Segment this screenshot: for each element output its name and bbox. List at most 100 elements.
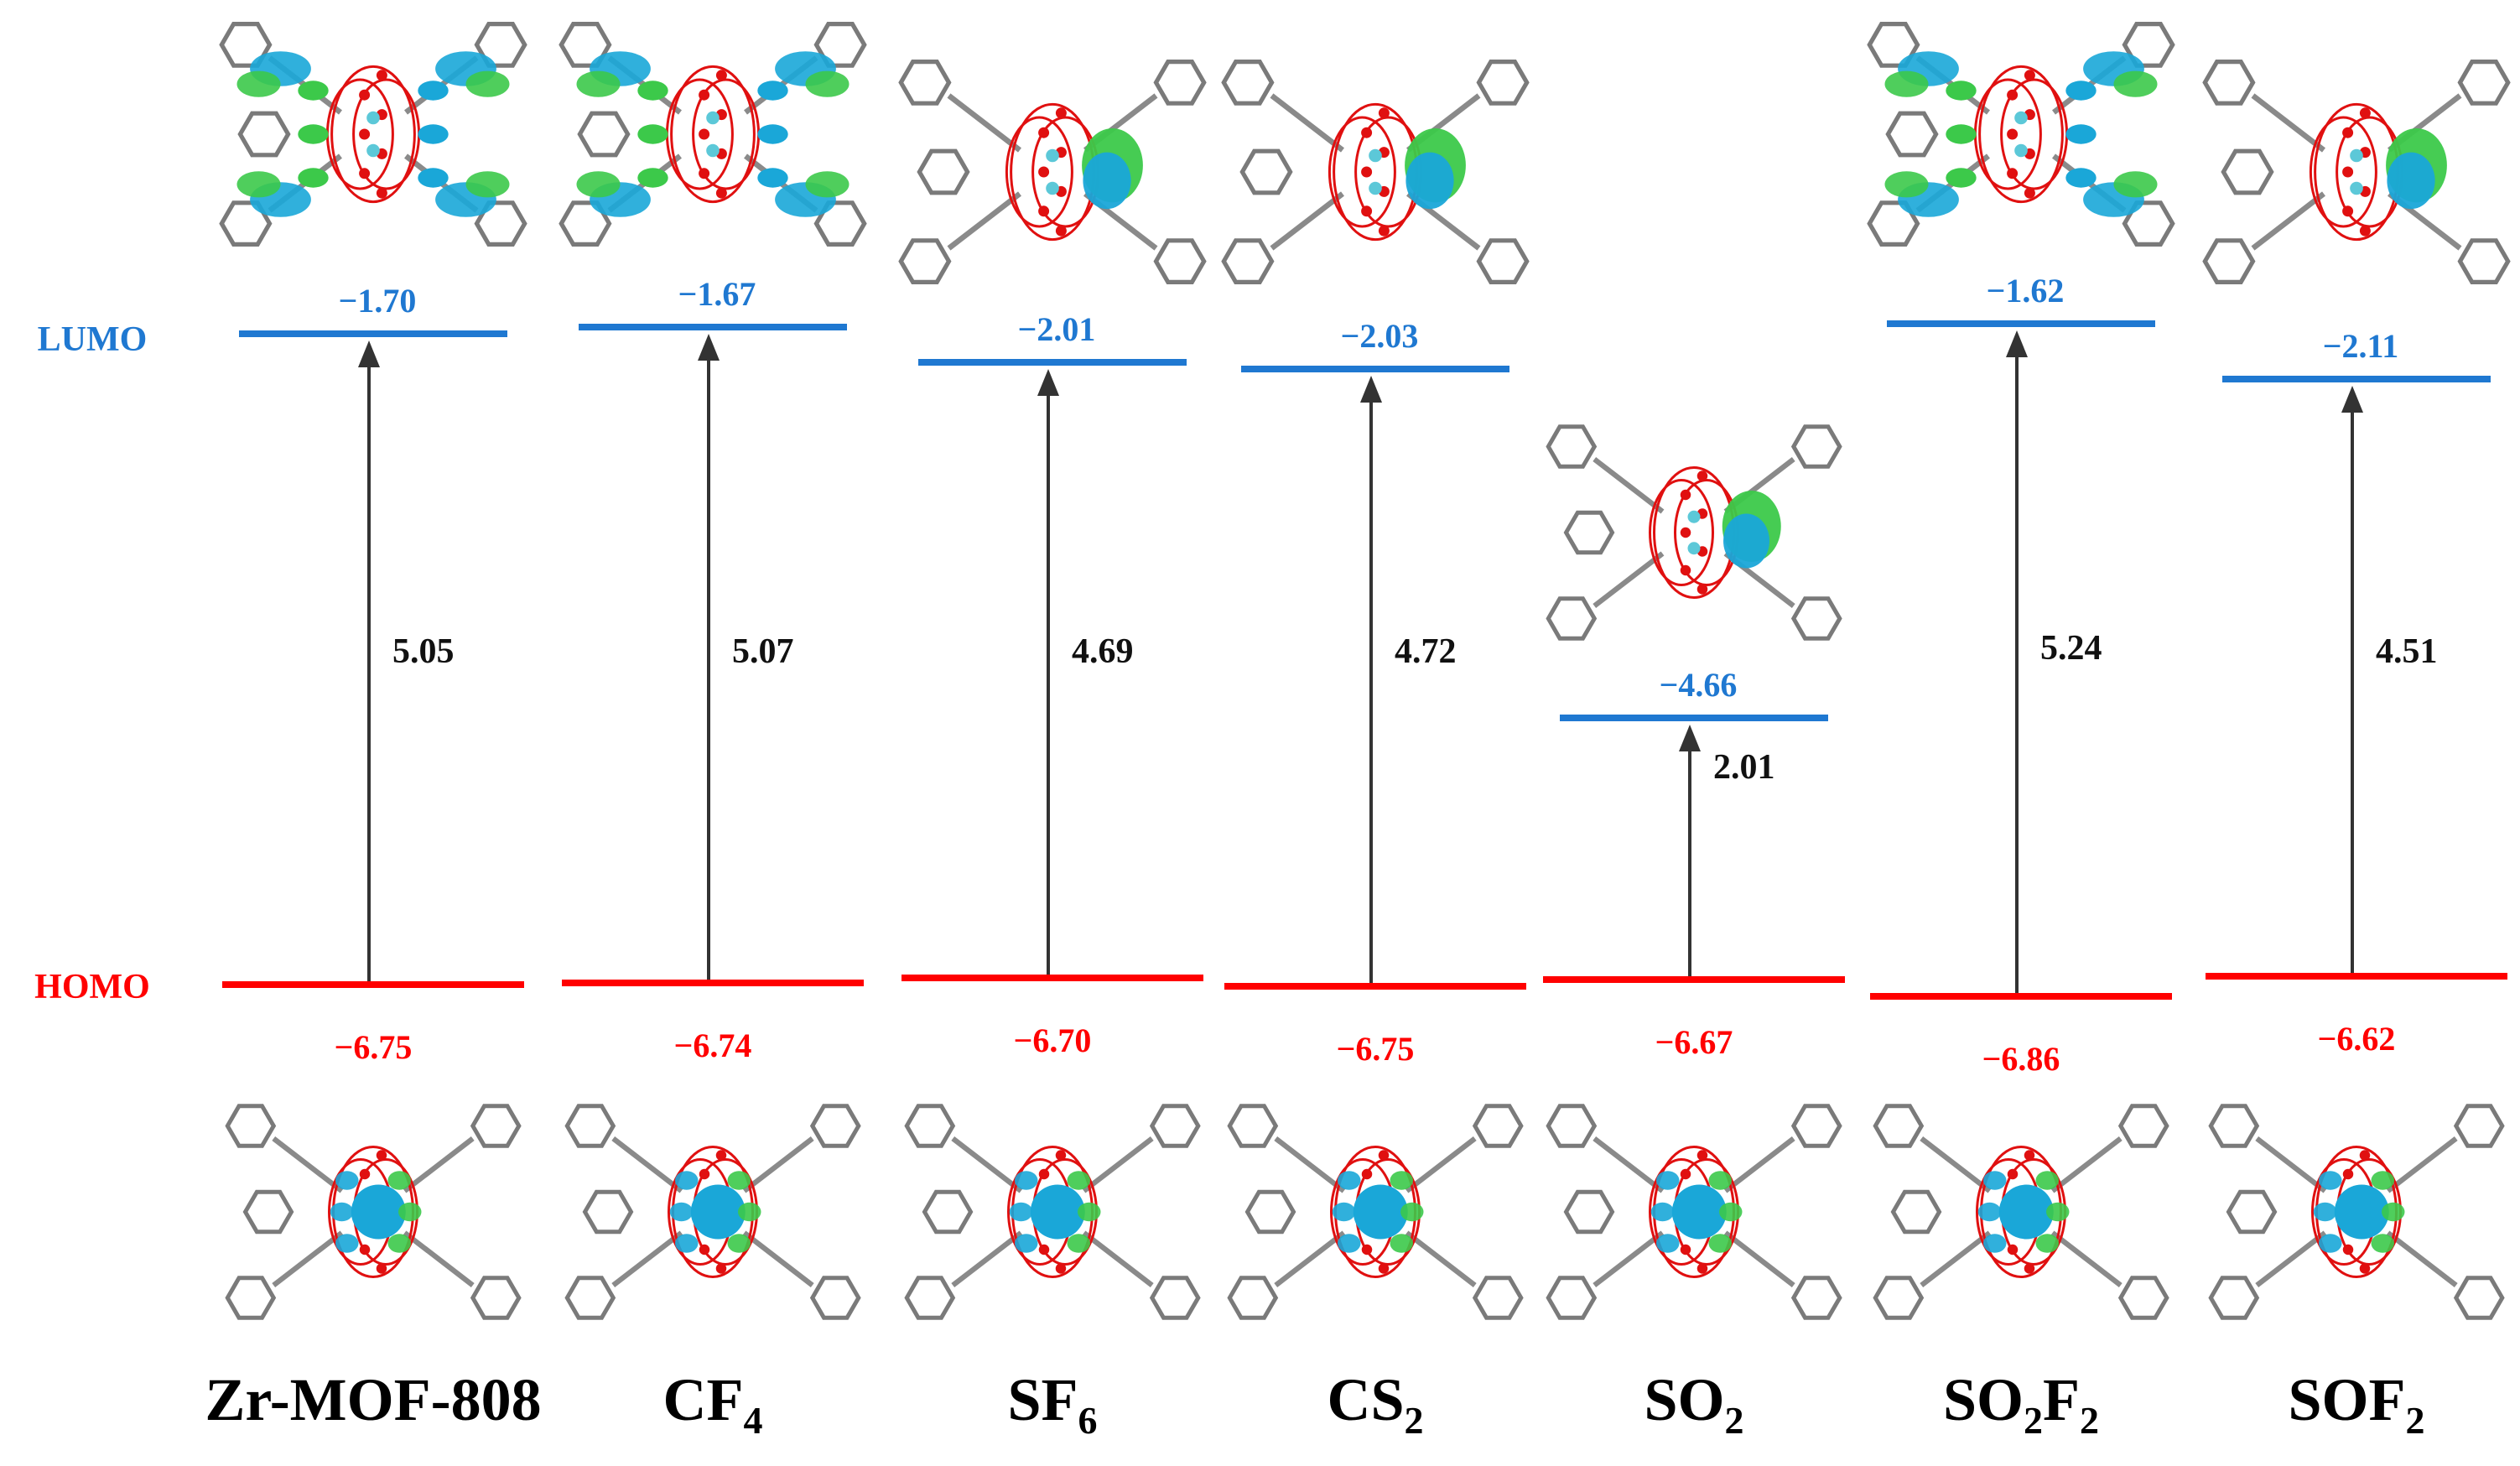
system-name-label: SO2 <box>1644 1366 1743 1442</box>
phenyl-ring <box>1153 59 1207 106</box>
oxygen-atom <box>2024 1263 2035 1274</box>
zr-atom <box>2014 111 2028 125</box>
oxygen-atom <box>359 168 371 179</box>
orbital-lobe-green <box>2113 171 2158 198</box>
system-name-label: SF6 <box>1007 1366 1097 1442</box>
lumo-energy-value: −1.67 <box>678 275 756 313</box>
phenyl-ring <box>1149 1104 1201 1148</box>
phenyl-ring <box>1221 59 1275 106</box>
lumo-axis-label: LUMO <box>38 320 148 359</box>
ligand-bond <box>1723 1136 1795 1193</box>
orbital-lobe-green <box>298 168 329 188</box>
system-name: SOF <box>2288 1366 2405 1433</box>
orbital-lobe-green <box>2371 1171 2394 1190</box>
zr-atom <box>706 143 720 158</box>
zr-atom <box>1687 510 1701 523</box>
ligand-bond <box>403 1136 475 1193</box>
lumo-orbital-image <box>1867 22 2175 247</box>
oxygen-atom <box>2359 1263 2371 1274</box>
energy-gap-value: 5.24 <box>2040 629 2102 668</box>
zr-atom <box>366 111 380 125</box>
orbital-lobe-green <box>1946 81 1977 101</box>
oxygen-atom <box>1055 1150 1067 1161</box>
orbital-lobe-green <box>298 81 329 101</box>
oxygen-atom <box>1696 584 1708 595</box>
orbital-lobe-green <box>1400 1202 1424 1222</box>
phenyl-ring <box>225 1104 277 1148</box>
ligand-bond <box>2255 1136 2327 1193</box>
orbital-lobe-green <box>2371 1234 2394 1253</box>
orbital-lobe-blue <box>1015 1234 1038 1253</box>
orbital-lobe-blue <box>1671 1184 1727 1240</box>
orbital-lobe-blue <box>335 1234 359 1253</box>
ligand-bond <box>1274 1136 1346 1193</box>
orbital-lobe-blue <box>1030 1184 1085 1240</box>
phenyl-ring <box>2226 1189 2278 1235</box>
phenyl-ring <box>1476 238 1530 284</box>
cluster-ring <box>1328 116 1396 228</box>
lumo-energy-value: −2.03 <box>1341 317 1419 355</box>
phenyl-ring <box>474 200 527 247</box>
gap-arrow-head <box>1037 369 1059 396</box>
oxygen-atom <box>1378 225 1390 237</box>
ligand-bond <box>1270 191 1344 251</box>
phenyl-ring <box>470 1104 522 1148</box>
oxygen-atom <box>1361 166 1373 178</box>
phenyl-ring <box>1472 1104 1524 1148</box>
phenyl-ring <box>1546 596 1598 641</box>
phenyl-ring <box>1546 424 1598 469</box>
orbital-lobe-blue <box>330 1202 354 1222</box>
energy-gap-value: 4.72 <box>1395 632 1457 671</box>
lumo-orbital-image <box>219 22 527 247</box>
ligand-bond <box>1593 1230 1665 1287</box>
oxygen-atom <box>2007 89 2019 101</box>
zr-atom <box>1369 181 1382 195</box>
orbital-lobe-blue <box>2065 124 2097 144</box>
orbital-lobe-blue <box>1353 1184 1408 1240</box>
phenyl-ring <box>582 1189 634 1235</box>
orbital-lobe-blue <box>1998 1184 2054 1240</box>
oxygen-atom <box>699 128 710 140</box>
phenyl-ring <box>813 200 867 247</box>
ligand-bond <box>1593 457 1665 514</box>
orbital-lobe-green <box>727 1171 751 1190</box>
ligand-bond <box>2386 1230 2458 1287</box>
ligand-bond <box>1274 1230 1346 1287</box>
oxygen-atom <box>376 1263 387 1274</box>
oxygen-atom <box>2342 205 2354 217</box>
orbital-lobe-blue <box>1338 1234 1361 1253</box>
phenyl-ring <box>2208 1276 2260 1320</box>
oxygen-atom <box>699 1168 710 1180</box>
oxygen-atom <box>1378 1263 1390 1274</box>
phenyl-ring <box>2122 200 2175 247</box>
system-name-subscript: 2 <box>2406 1399 2425 1442</box>
phenyl-ring <box>1546 1104 1598 1148</box>
ligand-bond <box>742 1230 814 1287</box>
gap-arrow-head <box>2006 330 2028 357</box>
system-name: SF <box>1007 1366 1078 1433</box>
oxygen-atom <box>699 168 710 179</box>
homo-energy-value: −6.67 <box>1655 1023 1733 1061</box>
zr-atom <box>1046 148 1059 163</box>
phenyl-ring <box>2453 1104 2505 1148</box>
homo-orbital-image <box>564 1104 861 1320</box>
orbital-lobe-green <box>1719 1202 1743 1222</box>
orbital-lobe-green <box>1078 1202 1101 1222</box>
orbital-lobe-green <box>1884 70 1929 97</box>
orbital-lobe-green <box>236 70 281 97</box>
oxygen-atom <box>1055 225 1067 237</box>
oxygen-atom <box>699 89 710 101</box>
oxygen-atom <box>715 1150 727 1161</box>
cluster-ring <box>1005 116 1073 228</box>
lumo-energy-value: −2.01 <box>1018 310 1096 348</box>
system-name-label: Zr-MOF-808 <box>205 1366 541 1433</box>
oxygen-atom <box>1680 1168 1691 1180</box>
orbital-lobe-green <box>298 124 329 144</box>
phenyl-ring <box>1790 1276 1842 1320</box>
orbital-lobe-blue <box>675 1171 699 1190</box>
phenyl-ring <box>564 1276 616 1320</box>
phenyl-ring <box>2457 59 2511 106</box>
